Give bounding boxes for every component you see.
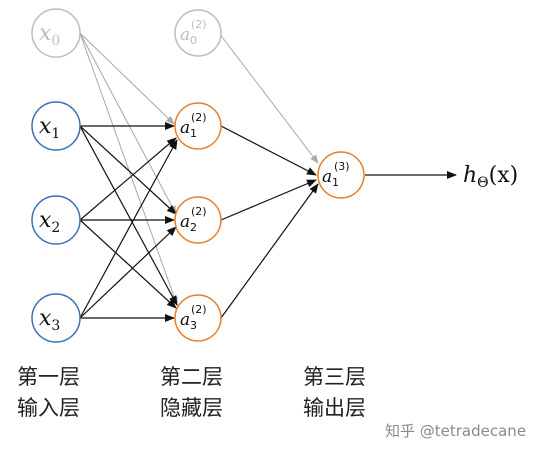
a2-base: a xyxy=(180,212,190,232)
edge-a0-a13 xyxy=(218,32,319,164)
layer-label-1: 第一层 输入层 xyxy=(17,362,80,424)
hidden-output-connections xyxy=(220,125,457,319)
layer-2-line1: 第二层 xyxy=(160,365,223,389)
x0-sub: 0 xyxy=(51,33,60,49)
svg-text:a: a xyxy=(180,310,190,330)
edge-x3-a2 xyxy=(79,226,177,319)
node-x3: x3 xyxy=(31,293,81,343)
layer-label-2: 第二层 隐藏层 xyxy=(160,362,223,424)
layer-1-line2: 输入层 xyxy=(17,396,80,420)
edge-x2-a1 xyxy=(79,137,177,221)
edge-x3-a1 xyxy=(79,139,178,319)
a2-sub: 2 xyxy=(190,221,197,234)
hyp-h: h xyxy=(463,163,477,188)
a13-sub: 1 xyxy=(332,176,339,189)
a3-sup: (2) xyxy=(191,303,207,316)
a13-sup: (3) xyxy=(334,160,350,173)
edge-a3-a13 xyxy=(220,183,319,319)
output-hypothesis: hΘ(x) xyxy=(463,163,518,191)
a1-sup: (2) xyxy=(191,111,207,124)
a1-sub: 1 xyxy=(190,127,197,140)
hyp-theta: Θ xyxy=(477,175,488,191)
layer-3-line2: 输出层 xyxy=(303,396,366,420)
x3-sub: 3 xyxy=(51,318,60,334)
edge-x2-a3 xyxy=(79,219,177,309)
node-x1: x1 xyxy=(31,101,81,151)
node-a3-2: a (2) 3 xyxy=(174,294,222,342)
a2-sup: (2) xyxy=(191,205,207,218)
layer-2-line2: 隐藏层 xyxy=(160,396,223,420)
svg-text:x0: x0 xyxy=(39,21,60,49)
node-x0: x0 xyxy=(31,8,81,58)
edge-a2-a13 xyxy=(220,179,317,221)
svg-text:a: a xyxy=(322,167,332,187)
x1-sub: 1 xyxy=(51,126,60,142)
svg-text:x3: x3 xyxy=(39,306,60,334)
node-a1-3: a (3) 1 xyxy=(317,151,365,199)
a0-sup: (2) xyxy=(191,18,207,31)
svg-text:a: a xyxy=(180,118,190,138)
a3-base: a xyxy=(180,310,190,330)
x2-base: x xyxy=(39,208,52,233)
svg-text:a: a xyxy=(180,25,190,45)
x0-base: x xyxy=(39,21,52,46)
edge-a1-a13 xyxy=(220,125,317,176)
layer-3-line1: 第三层 xyxy=(303,365,366,389)
edge-x1-a3 xyxy=(79,125,178,306)
edge-x0-a3 xyxy=(79,32,178,306)
watermark: 知乎 @tetradecane xyxy=(385,422,527,440)
x1-base: x xyxy=(39,114,52,139)
edge-x0-a2 xyxy=(79,32,177,215)
hyp-arg: (x) xyxy=(489,163,519,188)
layer-label-3: 第三层 输出层 xyxy=(303,362,366,424)
svg-text:a: a xyxy=(180,212,190,232)
a0-sub: 0 xyxy=(190,34,197,47)
edge-x1-a2 xyxy=(79,125,177,215)
a1-base: a xyxy=(180,118,190,138)
x3-base: x xyxy=(39,306,52,331)
node-x2: x2 xyxy=(31,195,81,245)
edge-x0-a1 xyxy=(79,32,175,125)
a13-base: a xyxy=(322,167,332,187)
svg-text:x1: x1 xyxy=(39,114,60,142)
bias-connections xyxy=(79,32,319,306)
input-hidden-connections xyxy=(79,122,178,322)
node-a2-2: a (2) 2 xyxy=(174,196,222,244)
x2-sub: 2 xyxy=(51,220,60,236)
a3-sub: 3 xyxy=(190,319,197,332)
node-a0-2: a (2) 0 xyxy=(174,9,222,57)
a0-base: a xyxy=(180,25,190,45)
layer-1-line1: 第一层 xyxy=(17,365,80,389)
svg-text:hΘ(x): hΘ(x) xyxy=(463,163,518,191)
svg-text:x2: x2 xyxy=(39,208,60,236)
node-a1-2: a (2) 1 xyxy=(174,102,222,150)
